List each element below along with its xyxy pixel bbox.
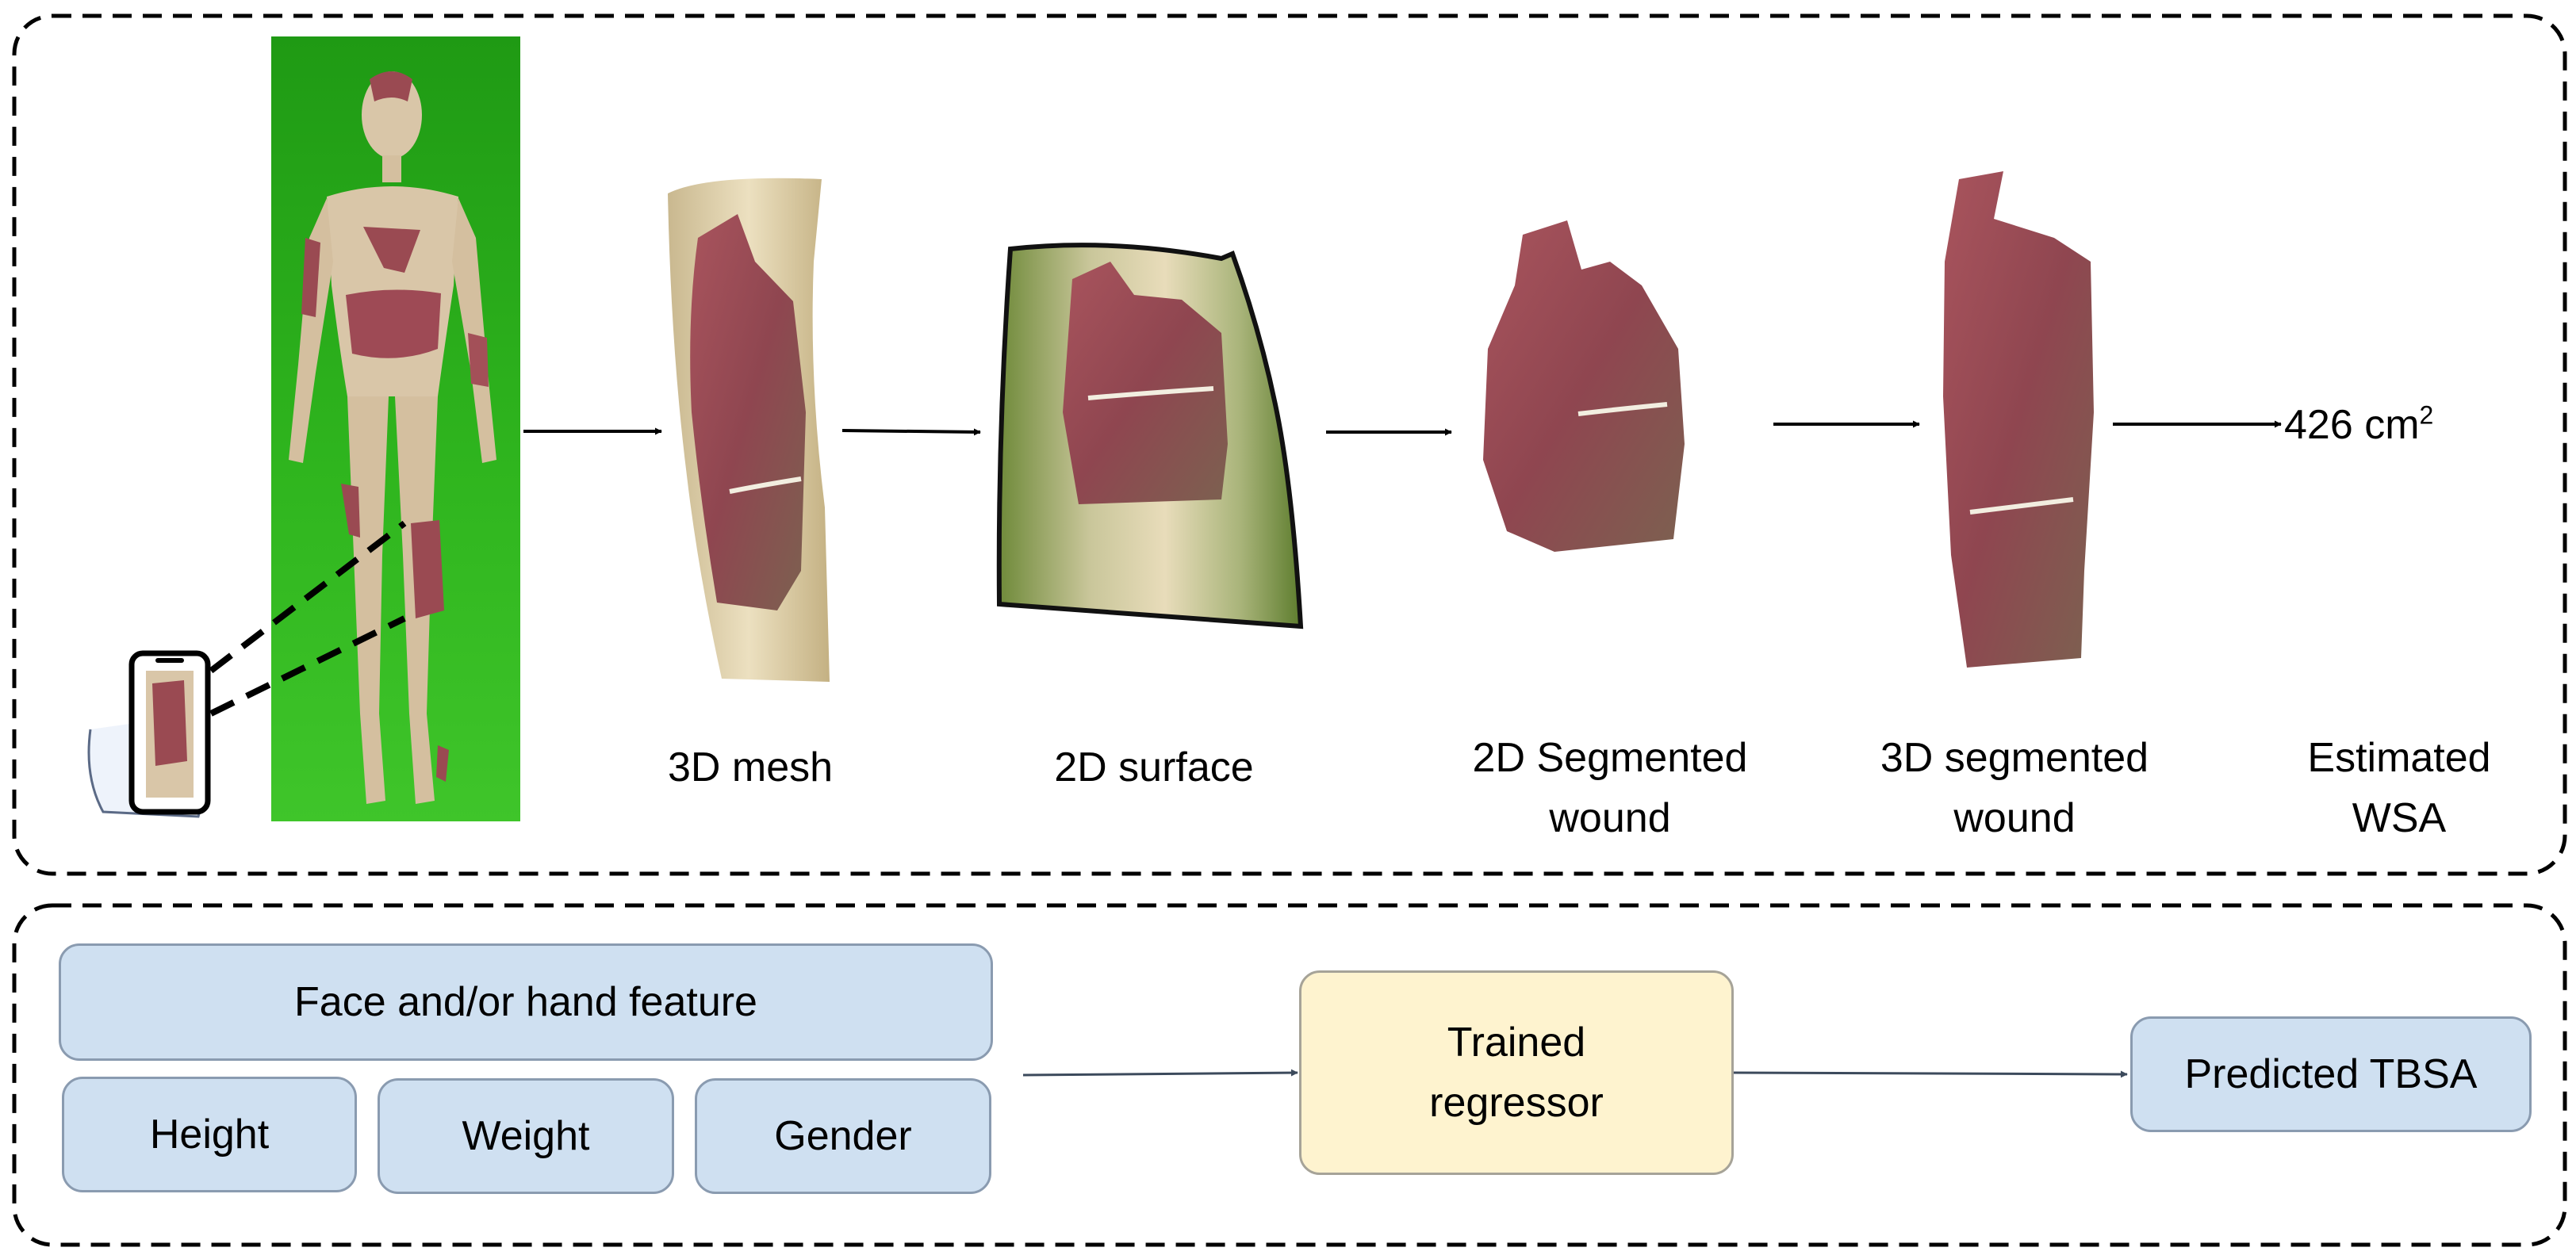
segmented-3d-wound-icon <box>1943 171 2094 668</box>
predicted-tbsa-box: Predicted TBSA <box>2130 1016 2532 1132</box>
wsa-result-value: 426 cm <box>2284 402 2420 448</box>
wsa-result: 426 cm2 <box>2284 395 2490 455</box>
trained-regressor-box: Trained regressor <box>1299 970 1734 1175</box>
top-panel-border <box>12 13 2567 876</box>
segmented-3d-label-line2: wound <box>1953 795 2076 841</box>
weight-box: Weight <box>378 1078 674 1194</box>
face-hand-feature-box: Face and/or hand feature <box>59 943 993 1061</box>
wsa-result-unit-exponent: 2 <box>2419 400 2434 430</box>
mannequin-photo-icon <box>271 36 520 821</box>
phone-in-hand-icon <box>76 520 407 821</box>
segmented-3d-label-line1: 3D segmented <box>1880 735 2149 781</box>
trained-regressor-line1: Trained <box>1447 1020 1586 1066</box>
estimated-wsa-label: Estimated WSA <box>2276 728 2522 848</box>
arrow-features-to-regressor <box>1022 1069 1298 1077</box>
surface-icon <box>996 243 1304 630</box>
estimated-wsa-label-line2: WSA <box>2352 795 2447 841</box>
mesh-label: 3D mesh <box>667 744 834 790</box>
segmented-3d-label: 3D segmented wound <box>1840 728 2189 848</box>
segmented-2d-label: 2D Segmented wound <box>1436 728 1784 848</box>
surface-label: 2D surface <box>1054 744 1254 790</box>
segmented-2d-label-line1: 2D Segmented <box>1472 735 1748 781</box>
arrow-mesh-to-surface <box>841 428 981 436</box>
arrow-regressor-to-tbsa <box>1733 1070 2128 1078</box>
segmented-2d-label-line2: wound <box>1549 795 1671 841</box>
wound-icon <box>1483 220 1685 552</box>
trained-regressor-line2: regressor <box>1429 1080 1604 1126</box>
bottom-panel-border <box>12 903 2567 1247</box>
estimated-wsa-label-line1: Estimated <box>2307 735 2491 781</box>
height-box: Height <box>62 1077 357 1192</box>
mesh-icon <box>668 178 830 683</box>
gender-box: Gender <box>695 1078 991 1194</box>
